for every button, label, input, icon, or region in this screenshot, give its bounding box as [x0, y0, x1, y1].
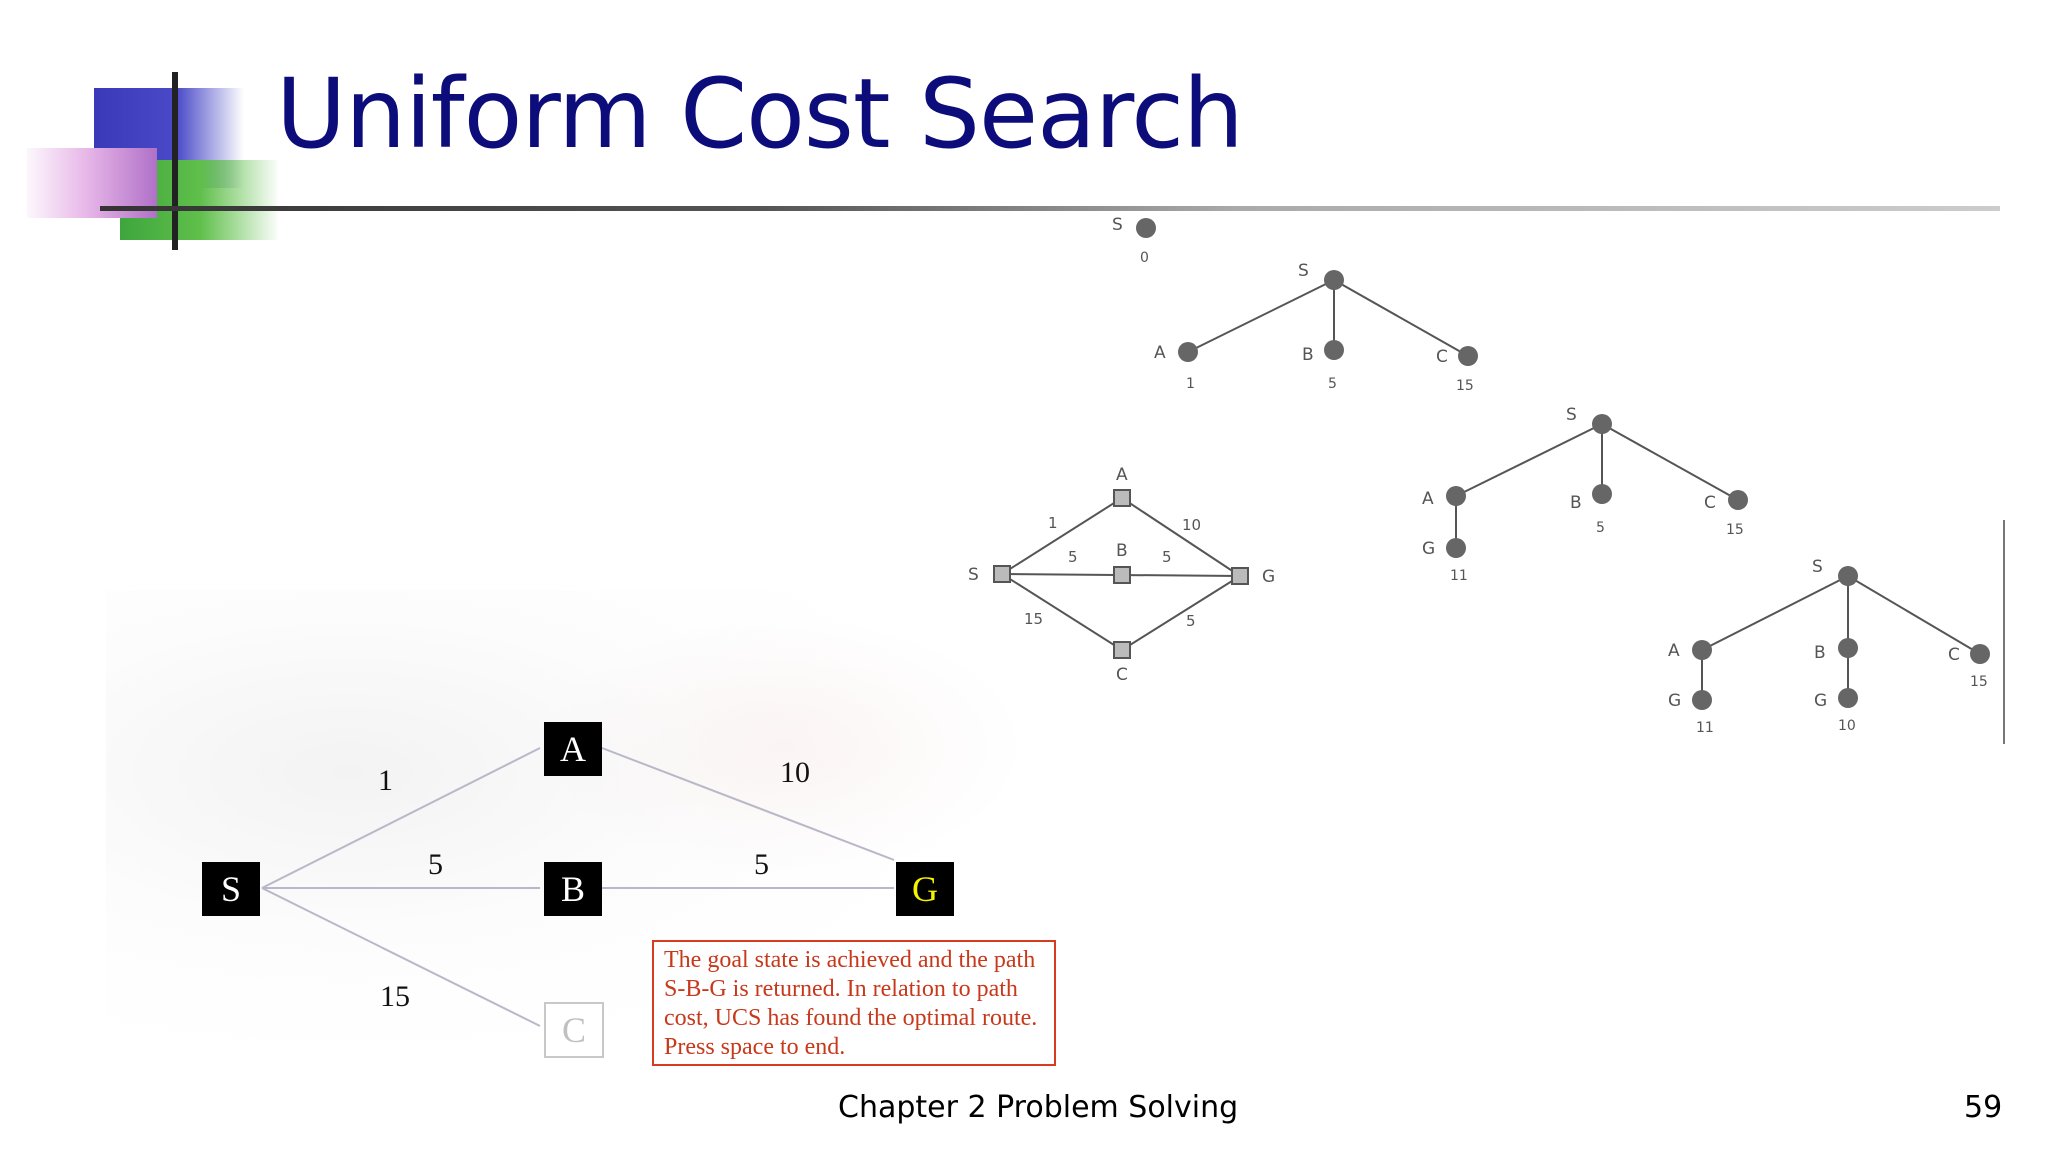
- small-graph-edge-s-a: 1: [1048, 514, 1058, 532]
- tree4-node-a: [1692, 640, 1712, 660]
- tree2-cost-c: 15: [1456, 378, 1474, 394]
- small-graph-edge-a-g: 10: [1182, 516, 1201, 534]
- tree2-label-a: A: [1154, 343, 1166, 363]
- small-graph-edge-c-g: 5: [1186, 612, 1196, 630]
- page-number: 59: [1964, 1090, 2003, 1125]
- tree2-node-a: [1178, 342, 1198, 362]
- tree-step-1: S 0: [1112, 215, 1156, 266]
- tree4-node-ga: [1692, 690, 1712, 710]
- tree2-cost-a: 1: [1186, 376, 1195, 392]
- tree4-node-b: [1838, 638, 1858, 658]
- small-graph-node-s: [993, 565, 1011, 583]
- tree4-cost-ga: 11: [1696, 720, 1714, 736]
- title-decoration-vertical-line: [172, 72, 178, 250]
- tree2-label-s: S: [1298, 261, 1309, 281]
- node-b: B: [544, 862, 602, 916]
- tree1-node-s: [1136, 218, 1156, 238]
- tree4-label-b: B: [1814, 643, 1826, 663]
- tree4-label-a: A: [1668, 641, 1680, 661]
- small-graph-label-s: S: [968, 565, 979, 585]
- small-graph-label-b: B: [1116, 541, 1128, 561]
- small-graph-edge-b-g: 5: [1162, 548, 1172, 566]
- page-title: Uniform Cost Search: [276, 58, 1244, 170]
- tree3-label-s: S: [1566, 405, 1577, 425]
- tree3-cost-b: 5: [1596, 520, 1605, 536]
- tree3-node-g: [1446, 538, 1466, 558]
- tree-step-4: S A B C 15 G 11 G 10: [1668, 557, 1990, 736]
- tree3-label-g: G: [1422, 539, 1435, 559]
- tree4-label-ga: G: [1668, 691, 1681, 711]
- node-a: A: [544, 722, 602, 776]
- small-graph-edge-s-c: 15: [1024, 610, 1043, 628]
- tree4-cost-gb: 10: [1838, 718, 1856, 734]
- tree-step-2: S A 1 B 5 C 15: [1154, 261, 1478, 394]
- small-graph-node-b: [1113, 566, 1131, 584]
- tree4-label-c: C: [1948, 645, 1960, 665]
- node-g: G: [896, 862, 954, 916]
- node-c: C: [544, 1002, 604, 1058]
- edge-label-b-g: 5: [754, 848, 769, 881]
- tree3-cost-c: 15: [1726, 522, 1744, 538]
- edge-s-c: [261, 887, 541, 1027]
- small-graph-label-g: G: [1262, 567, 1275, 587]
- tree1-label-s: S: [1112, 215, 1123, 235]
- small-graph: S A B C G 1 10 5 5 15 5: [968, 465, 1275, 685]
- tree3-label-b: B: [1570, 493, 1582, 513]
- tree4-label-gb: G: [1814, 691, 1827, 711]
- tree4-node-c: [1970, 644, 1990, 664]
- tree4-label-s: S: [1812, 557, 1823, 577]
- tree2-node-c: [1458, 346, 1478, 366]
- tree4-node-gb: [1838, 688, 1858, 708]
- small-graph-node-g: [1231, 567, 1249, 585]
- node-s: S: [202, 862, 260, 916]
- tree2-label-b: B: [1302, 345, 1314, 365]
- small-graph-node-c: [1113, 641, 1131, 659]
- tree3-label-a: A: [1422, 489, 1434, 509]
- edge-label-s-a: 1: [378, 764, 393, 797]
- small-graph-label-c: C: [1116, 665, 1128, 685]
- edge-label-a-g: 10: [780, 756, 810, 789]
- tree3-cost-g: 11: [1450, 568, 1468, 584]
- tree4-cost-c: 15: [1970, 674, 1988, 690]
- small-graph-edge-s-b: 5: [1068, 548, 1078, 566]
- tree2-cost-b: 5: [1328, 376, 1337, 392]
- edge-s-a: [261, 747, 541, 889]
- goal-note: The goal state is achieved and the path …: [652, 940, 1056, 1066]
- tree3-label-c: C: [1704, 493, 1716, 513]
- footer-chapter: Chapter 2 Problem Solving: [838, 1090, 1239, 1125]
- tree-step-3: S A B 5 C 15 G 11: [1422, 405, 1748, 584]
- edge-a-g: [601, 747, 895, 861]
- tree3-node-a: [1446, 486, 1466, 506]
- tree2-label-c: C: [1436, 347, 1448, 367]
- small-graph-label-a: A: [1116, 465, 1128, 485]
- edge-label-s-c: 15: [380, 980, 410, 1013]
- tree1-cost-s: 0: [1140, 250, 1149, 266]
- tree3-node-b: [1592, 484, 1612, 504]
- small-graph-node-a: [1113, 489, 1131, 507]
- tree2-node-s: [1324, 270, 1344, 290]
- tree3-node-s: [1592, 414, 1612, 434]
- title-rule: [100, 206, 2000, 211]
- tree4-node-s: [1838, 566, 1858, 586]
- edge-label-s-b: 5: [428, 848, 443, 881]
- tree2-node-b: [1324, 340, 1344, 360]
- tree3-node-c: [1728, 490, 1748, 510]
